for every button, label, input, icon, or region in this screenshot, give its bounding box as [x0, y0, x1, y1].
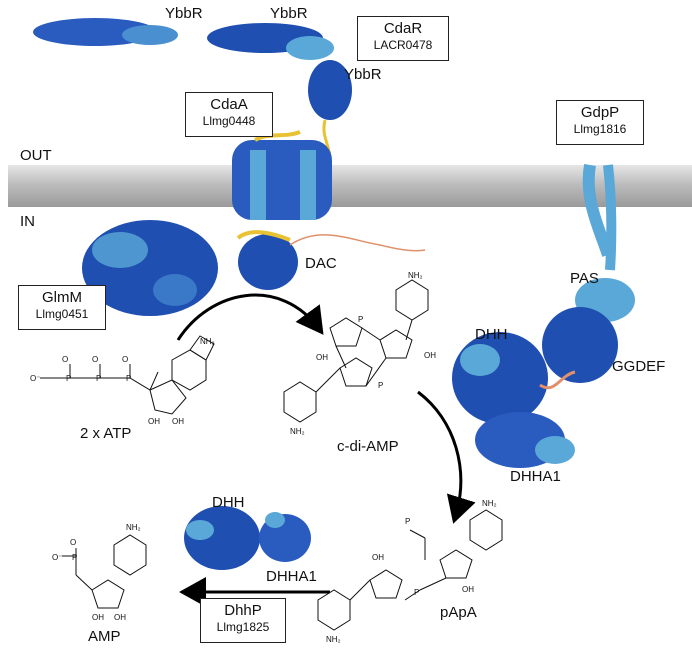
papa-amine-top: NH₂	[482, 499, 497, 508]
papa-oh2-label: OH	[372, 553, 384, 562]
arrow-cdiamp-to-papa	[417, 390, 476, 524]
cdar-domain-label: YbbR	[270, 5, 308, 22]
cdaa-gene: Llmg0448	[202, 114, 256, 128]
glmm-name: GlmM	[42, 289, 82, 306]
atp-p2-label: P	[96, 374, 101, 383]
cdiamp-oh-label: OH	[424, 351, 436, 360]
cdiamp-amine-bottom: NH₂	[290, 427, 305, 436]
gdpp-structure	[452, 163, 635, 468]
dhhp-name: DhhP	[224, 602, 262, 619]
amp-oh2-label: OH	[114, 613, 126, 622]
atp-p3-oxygen: O	[122, 355, 128, 364]
cdar-label-box: CdaR LACR0478	[357, 16, 449, 61]
atp-oh1-label: OH	[148, 417, 160, 426]
atp-label: 2 x ATP	[80, 425, 132, 442]
gdpp-dhh-label: DHH	[475, 326, 508, 343]
papa-amine-bottom: NH₂	[326, 635, 341, 644]
cdar-domain-label: YbbR	[165, 5, 203, 22]
amp-label: AMP	[88, 628, 121, 645]
cell-membrane	[8, 165, 692, 207]
atp-p1-label: P	[66, 374, 71, 383]
cdaa-name: CdaA	[210, 96, 248, 113]
gdpp-gene: Llmg1816	[573, 122, 627, 136]
membrane-in-label: IN	[20, 213, 35, 230]
cdar-domain-label: YbbR	[344, 66, 382, 83]
cdaa-structure	[232, 130, 426, 290]
cdar-structure	[33, 18, 352, 169]
amp-amine-label: NH₂	[126, 523, 141, 532]
atp-p3-label: P	[126, 374, 131, 383]
dhhp-structure	[184, 506, 311, 570]
cdiamp-oh2-label: OH	[316, 353, 328, 362]
amp-oh1-label: OH	[92, 613, 104, 622]
amp-anion-label: O⁻	[52, 553, 62, 562]
atp-amine-label: NH₂	[200, 337, 215, 346]
papa-structure	[317, 509, 503, 631]
dhhp-dhha1-label: DHHA1	[266, 568, 317, 585]
arrow-atp-to-cdiamp	[176, 293, 324, 341]
membrane-out-label: OUT	[20, 147, 52, 164]
atp-p2-oxygen: O	[92, 355, 98, 364]
gdpp-ggdef-label: GGDEF	[612, 358, 666, 375]
amp-p-label: P	[72, 553, 77, 562]
cdaa-label-box: CdaA Llmg0448	[185, 92, 273, 137]
cdiamp-label: c-di-AMP	[337, 438, 399, 455]
dhhp-gene: Llmg1825	[216, 620, 270, 634]
cdar-gene: LACR0478	[373, 38, 433, 52]
gdpp-name: GdpP	[580, 104, 620, 121]
papa-p1-label: P	[405, 517, 410, 526]
dhhp-dhh-label: DHH	[212, 494, 245, 511]
papa-label: pApA	[440, 604, 477, 621]
cdar-name: CdaR	[383, 20, 423, 37]
cdiamp-structure	[283, 279, 429, 423]
gdpp-label-box: GdpP Llmg1816	[556, 100, 644, 145]
amp-structure	[62, 534, 147, 609]
dhhp-label-box: DhhP Llmg1825	[200, 598, 286, 643]
cdiamp-amine-top: NH₂	[408, 271, 423, 280]
cdiamp-p2-label: P	[378, 381, 383, 390]
cdiamp-p1-label: P	[358, 315, 363, 324]
papa-p2-label: P	[414, 588, 419, 597]
glmm-gene: Llmg0451	[35, 307, 89, 321]
atp-structure	[40, 335, 215, 415]
glmm-structure	[82, 220, 218, 316]
gdpp-dhha1-label: DHHA1	[510, 468, 561, 485]
amp-oxygen-label: O	[70, 538, 76, 547]
papa-oh1-label: OH	[462, 585, 474, 594]
atp-p1-oxygen: O	[62, 355, 68, 364]
gdpp-pas-label: PAS	[570, 270, 599, 287]
glmm-label-box: GlmM Llmg0451	[18, 285, 106, 330]
atp-anion-label: O⁻	[30, 374, 40, 383]
cdaa-dac-label: DAC	[305, 255, 337, 272]
atp-oh2-label: OH	[172, 417, 184, 426]
